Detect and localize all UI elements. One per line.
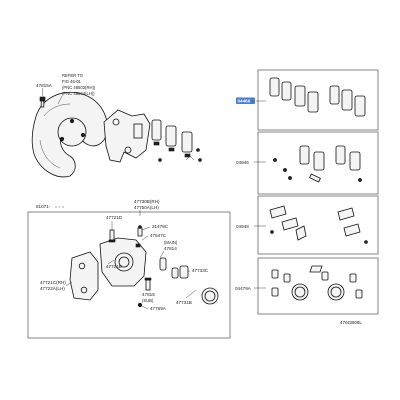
box-04948 [257, 195, 379, 255]
clip-kit-04948[interactable] [269, 205, 368, 244]
refer-title: REFER TO [62, 73, 84, 78]
label-47750a-lh: 47750A(LH) [134, 205, 159, 210]
bolt-47815a[interactable] [39, 96, 46, 108]
label-04466: 04466 [238, 99, 251, 104]
pad-kit-04946[interactable] [273, 145, 362, 183]
pin-47721d[interactable] [108, 229, 116, 243]
refer-fig: FIG 46-01 [62, 79, 82, 84]
slide-pin-47814[interactable] [159, 257, 179, 279]
box-04466 [257, 69, 379, 131]
label-47814: 47814 [164, 246, 177, 251]
bleeder-31478c[interactable] [137, 225, 143, 237]
label-47815: 47815 [142, 292, 155, 297]
label-47721d: 47721D [106, 215, 123, 220]
label-47721c-rh: 47721C(RH) [40, 280, 66, 285]
label-47769a: 47769A [150, 306, 167, 311]
label-47722a-lh: 47722A(LH) [40, 286, 65, 291]
refer-note: REFER TO FIG 46-01 (PNC 46503(RH)) (PNC … [62, 73, 96, 96]
caliper-bracket-47721c[interactable] [69, 251, 99, 301]
label-47814-main: (MAIN) [164, 240, 178, 245]
box-04946 [257, 131, 379, 195]
label-47733c: 47733C [192, 268, 209, 273]
upper-pad-set[interactable] [151, 119, 193, 158]
caliper-body[interactable] [99, 237, 147, 287]
bleeder-cap-47769a[interactable] [137, 302, 143, 308]
label-81071: 81071- [36, 204, 51, 209]
part-number-highlight-04466[interactable]: 04466 [236, 97, 255, 105]
label-04946: 04946 [236, 160, 249, 165]
bolt-47815[interactable] [144, 277, 152, 291]
pad-clip-small[interactable] [158, 148, 202, 162]
box-caliper-assembly [27, 211, 231, 339]
caliper-mount-bracket[interactable] [103, 109, 151, 163]
label-47547c: 47547C [150, 233, 167, 238]
footer-code: 476GB06L [340, 320, 362, 325]
label-47815-sub: (SUB) [142, 298, 154, 303]
boot-47733c[interactable] [179, 265, 189, 279]
pad-set-04466[interactable] [269, 77, 366, 117]
label-47815a: 47815A [36, 83, 53, 88]
refer-rh: (PNC 46503(RH)) [62, 85, 96, 90]
label-47730b-rh: 47730B(RH) [134, 199, 160, 204]
label-47721e: 47721E [106, 264, 122, 269]
label-04948: 04948 [236, 224, 249, 229]
box-04479a [257, 257, 379, 315]
seal-kit-04479a[interactable] [271, 265, 363, 301]
dust-cover-plate[interactable] [31, 91, 109, 178]
refer-lh: (PNC 46504(LH)) [62, 91, 95, 96]
label-04479a: 04479A [235, 286, 252, 291]
label-47731b: 47731B [176, 300, 192, 305]
piston-seal-47731b[interactable] [201, 287, 219, 305]
label-31478c: 31478C [152, 224, 169, 229]
